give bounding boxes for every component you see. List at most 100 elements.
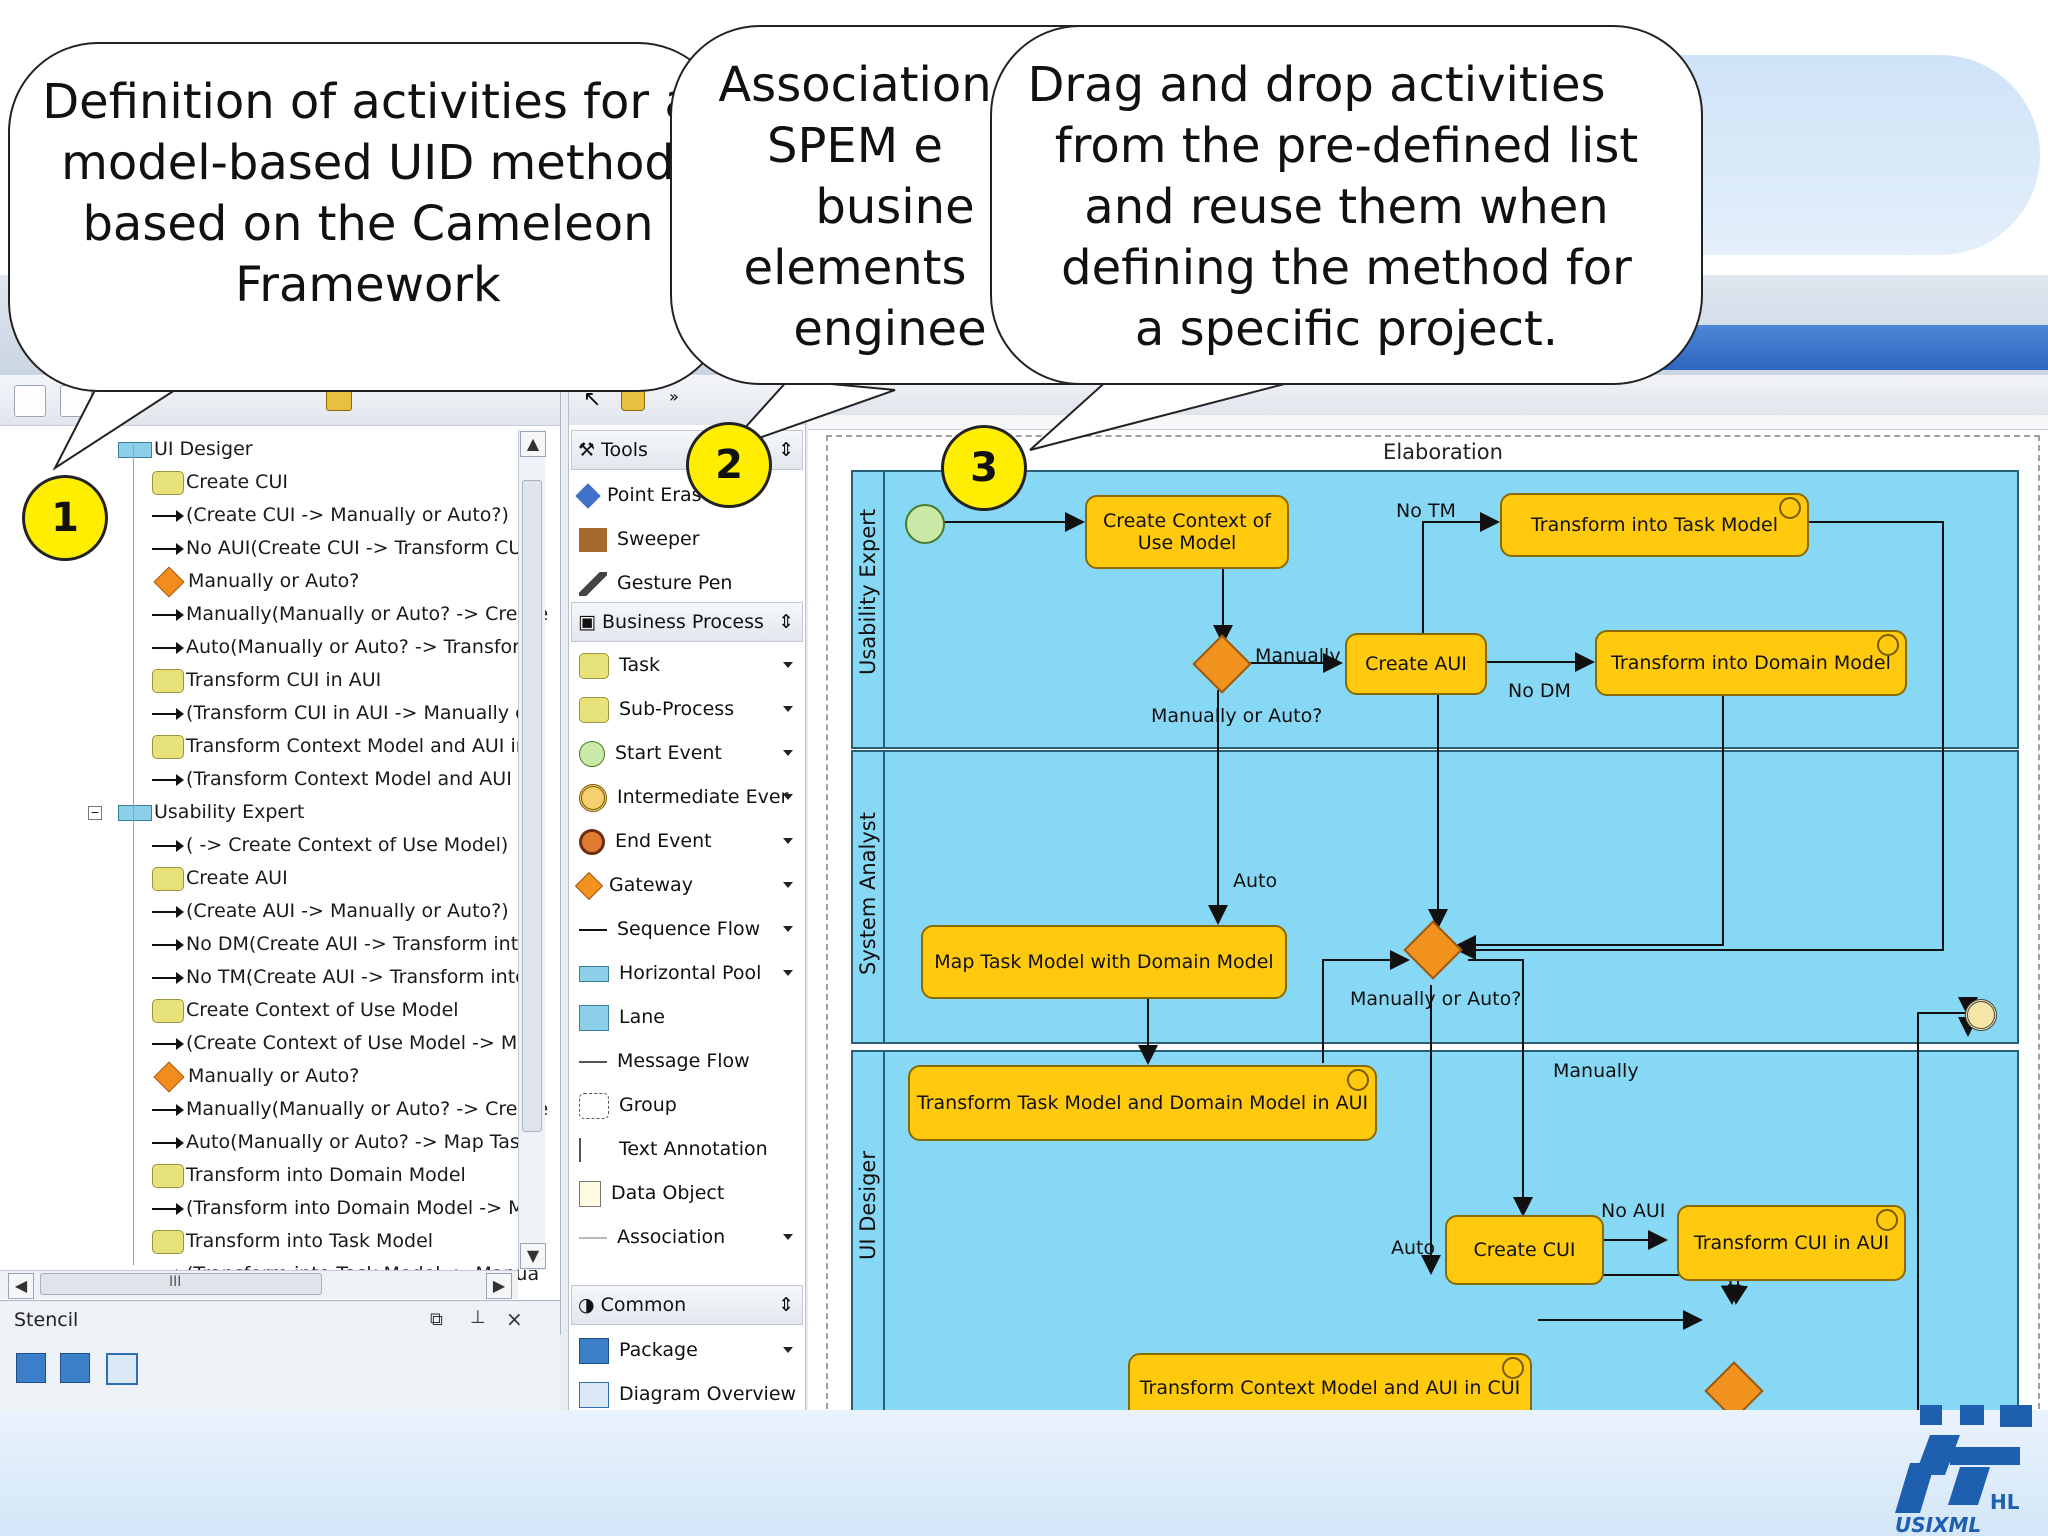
palette-item-label: Association (617, 1226, 726, 1248)
palette-item-horizontal-pool[interactable]: Horizontal Pool (579, 953, 799, 993)
palette-item-point-eraser[interactable]: Point Eraser (575, 475, 799, 515)
tree-item[interactable]: Create AUI (152, 862, 288, 895)
pin-icon[interactable]: ⊥ (470, 1307, 486, 1328)
callout-number-3: 3 (941, 425, 1027, 511)
dropdown-arrow-icon[interactable] (783, 1347, 793, 1353)
tree-item[interactable]: ( -> Create Context of Use Model) (152, 829, 508, 862)
intermediate-event[interactable] (1965, 999, 1997, 1031)
tree-item[interactable]: (Transform Context Model and AUI in (152, 763, 535, 796)
sequence-flow-icon (152, 641, 184, 654)
restore-icon[interactable]: ⧉ (430, 1309, 443, 1330)
palette-item-sweeper[interactable]: Sweeper (579, 519, 799, 559)
palette-item-gesture-pen[interactable]: Gesture Pen (579, 563, 799, 603)
tree-item[interactable]: Manually(Manually or Auto? -> Create (152, 598, 548, 631)
tree-item[interactable]: Transform into Task Model (152, 1225, 433, 1258)
tree-item[interactable]: (Create CUI -> Manually or Auto?) (152, 499, 509, 532)
tree-item[interactable]: UI Desiger (118, 433, 253, 466)
new-document-icon[interactable] (14, 385, 46, 417)
dropdown-arrow-icon[interactable] (783, 750, 793, 756)
tree-item[interactable]: (Create AUI -> Manually or Auto?) (152, 895, 509, 928)
tree-item[interactable]: Manually(Manually or Auto? -> Create (152, 1093, 548, 1126)
palette-group-label: Tools (601, 439, 648, 461)
tree-item[interactable]: (Transform CUI in AUI -> Manually or (152, 697, 535, 730)
diagram-canvas[interactable]: Elaboration Usability Expert System Anal… (808, 375, 2048, 1415)
dropdown-arrow-icon[interactable] (783, 970, 793, 976)
stencil-new-icon[interactable] (60, 1353, 90, 1383)
dropdown-arrow-icon[interactable] (783, 1234, 793, 1240)
task-create-aui[interactable]: Create AUI (1345, 633, 1487, 695)
close-icon[interactable]: × (506, 1307, 523, 1331)
palette-item-group[interactable]: Group (579, 1085, 799, 1125)
tree-item[interactable]: No TM(Create AUI -> Transform into (152, 961, 527, 994)
palette-item-sequence-flow[interactable]: Sequence Flow (579, 909, 799, 949)
task-label: Transform into Task Model (1530, 514, 1779, 536)
tree-item[interactable]: No DM(Create AUI -> Transform into (152, 928, 530, 961)
palette-item-lane[interactable]: Lane (579, 997, 799, 1037)
lane-usability-expert[interactable] (851, 470, 2019, 749)
scroll-right-button[interactable]: ▶ (486, 1273, 512, 1299)
tree-item[interactable]: (Create Context of Use Model -> Mar (152, 1027, 537, 1060)
task-transform-task-model[interactable]: Transform into Task Model (1500, 493, 1809, 557)
flow-connectors (928, 512, 1979, 1415)
tree-item[interactable]: Manually or Auto? (152, 565, 359, 598)
tree-item[interactable]: Auto(Manually or Auto? -> Map Task (152, 1126, 531, 1159)
tree-item[interactable]: Manually or Auto? (152, 1060, 359, 1093)
palette-item-data-object[interactable]: Data Object (579, 1173, 799, 1213)
start-event[interactable] (905, 504, 945, 544)
stencil-add-icon[interactable] (16, 1353, 46, 1383)
task-create-cui[interactable]: Create CUI (1445, 1215, 1604, 1285)
task-transform-domain-model[interactable]: Transform into Domain Model (1595, 630, 1907, 696)
palette-item-package[interactable]: Package (579, 1330, 799, 1370)
palette-item-start-event[interactable]: Start Event (579, 733, 799, 773)
palette-item-intermediate-ever[interactable]: Intermediate Ever (579, 777, 799, 817)
stencil-manage-icon[interactable] (106, 1353, 138, 1385)
scroll-down-button[interactable]: ▼ (520, 1243, 546, 1269)
dropdown-arrow-icon[interactable] (783, 838, 793, 844)
collapse-toggle-icon[interactable]: − (88, 806, 102, 820)
tree-item-label: Transform into Task Model (186, 1230, 434, 1252)
tree-item[interactable]: Transform Context Model and AUI in (152, 730, 528, 763)
scroll-up-button[interactable]: ▲ (520, 431, 546, 457)
palette-item-sub-process[interactable]: Sub-Process (579, 689, 799, 729)
dropdown-arrow-icon[interactable] (783, 706, 793, 712)
task-icon (152, 470, 184, 495)
elaboration-frame[interactable] (826, 435, 2040, 1415)
tree-item[interactable]: Transform into Domain Model (152, 1159, 466, 1192)
task-transform-task-domain[interactable]: Transform Task Model and Domain Model in… (908, 1065, 1377, 1141)
tree-item[interactable]: Create CUI (152, 466, 288, 499)
tree-item[interactable]: Transform CUI in AUI (152, 664, 381, 697)
palette-item-association[interactable]: Association (579, 1217, 799, 1257)
task-create-context[interactable]: Create Context of Use Model (1085, 495, 1289, 569)
task-map-task-model[interactable]: Map Task Model with Domain Model (921, 925, 1287, 999)
palette-item-end-event[interactable]: End Event (579, 821, 799, 861)
palette-item-diagram-overview[interactable]: Diagram Overview (579, 1374, 799, 1414)
dropdown-arrow-icon[interactable] (783, 882, 793, 888)
dropdown-arrow-icon[interactable] (783, 662, 793, 668)
end-event-icon (579, 828, 605, 855)
dropdown-arrow-icon[interactable] (783, 794, 793, 800)
dropdown-arrow-icon[interactable] (783, 926, 793, 932)
palette-item-text-annotation[interactable]: Text Annotation (579, 1129, 799, 1169)
scroll-left-button[interactable]: ◀ (8, 1273, 34, 1299)
task-transform-cui[interactable]: Transform CUI in AUI (1677, 1205, 1906, 1281)
tree-item[interactable]: (Transform into Domain Model -> Mar (152, 1192, 544, 1225)
task-label: Transform Task Model and Domain Model in… (916, 1092, 1369, 1114)
tree-item[interactable]: Create Context of Use Model (152, 994, 459, 1027)
tree-item[interactable]: Auto(Manually or Auto? -> Transform (152, 631, 538, 664)
task-transform-context[interactable]: Transform Context Model and AUI in CUI (1128, 1353, 1532, 1415)
palette-item-task[interactable]: Task (579, 645, 799, 685)
palette-item-label: Text Annotation (619, 1138, 768, 1160)
tree-scroll-thumb[interactable] (522, 480, 542, 1132)
palette-group-business-process[interactable]: ▣ Business Process⇕ (571, 602, 803, 642)
callout-3: Drag and drop activities from the pre-de… (990, 25, 1703, 385)
palette-item-message-flow[interactable]: Message Flow (579, 1041, 799, 1081)
palette-item-gateway[interactable]: Gateway (574, 865, 799, 905)
tree-item[interactable]: No AUI(Create CUI -> Transform CUI (152, 532, 528, 565)
tree-hscroll-thumb[interactable]: III (40, 1273, 322, 1295)
palette-group-common[interactable]: ◑ Common⇕ (571, 1285, 803, 1325)
tree-item-label: (Create Context of Use Model -> Mar (186, 1032, 537, 1054)
expand-more-icon[interactable]: » (669, 387, 679, 406)
select-arrow-icon[interactable]: ↖ (583, 387, 602, 412)
tree-item[interactable]: Usability Expert (118, 796, 304, 829)
